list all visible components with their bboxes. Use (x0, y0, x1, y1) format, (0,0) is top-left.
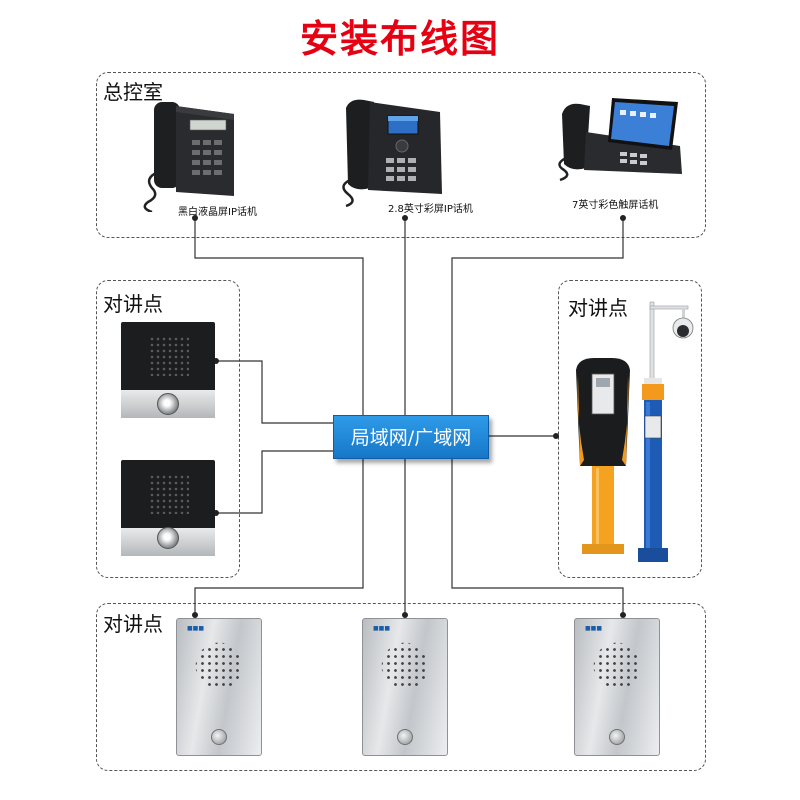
brand-mark: ■■■ (187, 625, 205, 632)
intercom-left-label: 对讲点 (103, 292, 163, 316)
control-room-group (96, 72, 706, 238)
wire-node (402, 215, 408, 221)
mono-ip-phone-icon (143, 102, 234, 212)
brand-mark: ■■■ (373, 625, 391, 632)
intercom-bottom-group (96, 603, 706, 771)
network-node: 局域网/广域网 (333, 415, 489, 459)
wire-node (402, 612, 408, 618)
wire-node (620, 215, 626, 221)
black-intercom-panel (121, 322, 215, 418)
wire-phone-touch (451, 218, 624, 415)
parking-intercom-pillar-icon (576, 358, 630, 554)
speaker-grill (149, 474, 189, 514)
wire-node (553, 433, 559, 439)
call-button-icon (211, 729, 227, 745)
call-button-icon (397, 729, 413, 745)
call-button-icon (157, 527, 179, 549)
touch-ip-phone-icon (558, 98, 682, 182)
page-title: 安装布线图 (299, 17, 500, 61)
brand-mark: ■■■ (585, 625, 603, 632)
wire-node (192, 612, 198, 618)
steel-intercom-panel: ■■■ (362, 618, 448, 756)
touch-ip-phone-label: 7英寸彩色触屏话机 (572, 200, 659, 211)
speaker-grill (149, 336, 189, 376)
color-ip-phone-label: 2.8英寸彩屏IP话机 (388, 204, 473, 215)
wire-bottom-right (451, 459, 624, 615)
wire-bottom-left (194, 459, 364, 615)
intercom-right-group (558, 280, 702, 578)
speaker-grill (192, 639, 246, 693)
intercom-left-group (96, 280, 240, 578)
wire-phone-mono (194, 218, 364, 415)
camera-pole-icon (638, 301, 694, 562)
wire-node (620, 612, 626, 618)
intercom-right-label: 对讲点 (568, 296, 628, 320)
call-button-icon (609, 729, 625, 745)
intercom-bottom-label: 对讲点 (103, 612, 163, 636)
steel-intercom-panel: ■■■ (176, 618, 262, 756)
black-intercom-panel (121, 460, 215, 556)
color-ip-phone-icon (342, 99, 442, 208)
wire-node (192, 215, 198, 221)
control-room-label: 总控室 (103, 80, 163, 104)
call-button-icon (157, 393, 179, 415)
steel-intercom-panel: ■■■ (574, 618, 660, 756)
wire-intercom-left-bottom (216, 450, 333, 514)
wire-intercom-left-top (216, 360, 333, 424)
speaker-grill (378, 639, 432, 693)
mono-ip-phone-label: 黑白液晶屏IP话机 (178, 207, 257, 218)
speaker-grill (590, 639, 644, 693)
